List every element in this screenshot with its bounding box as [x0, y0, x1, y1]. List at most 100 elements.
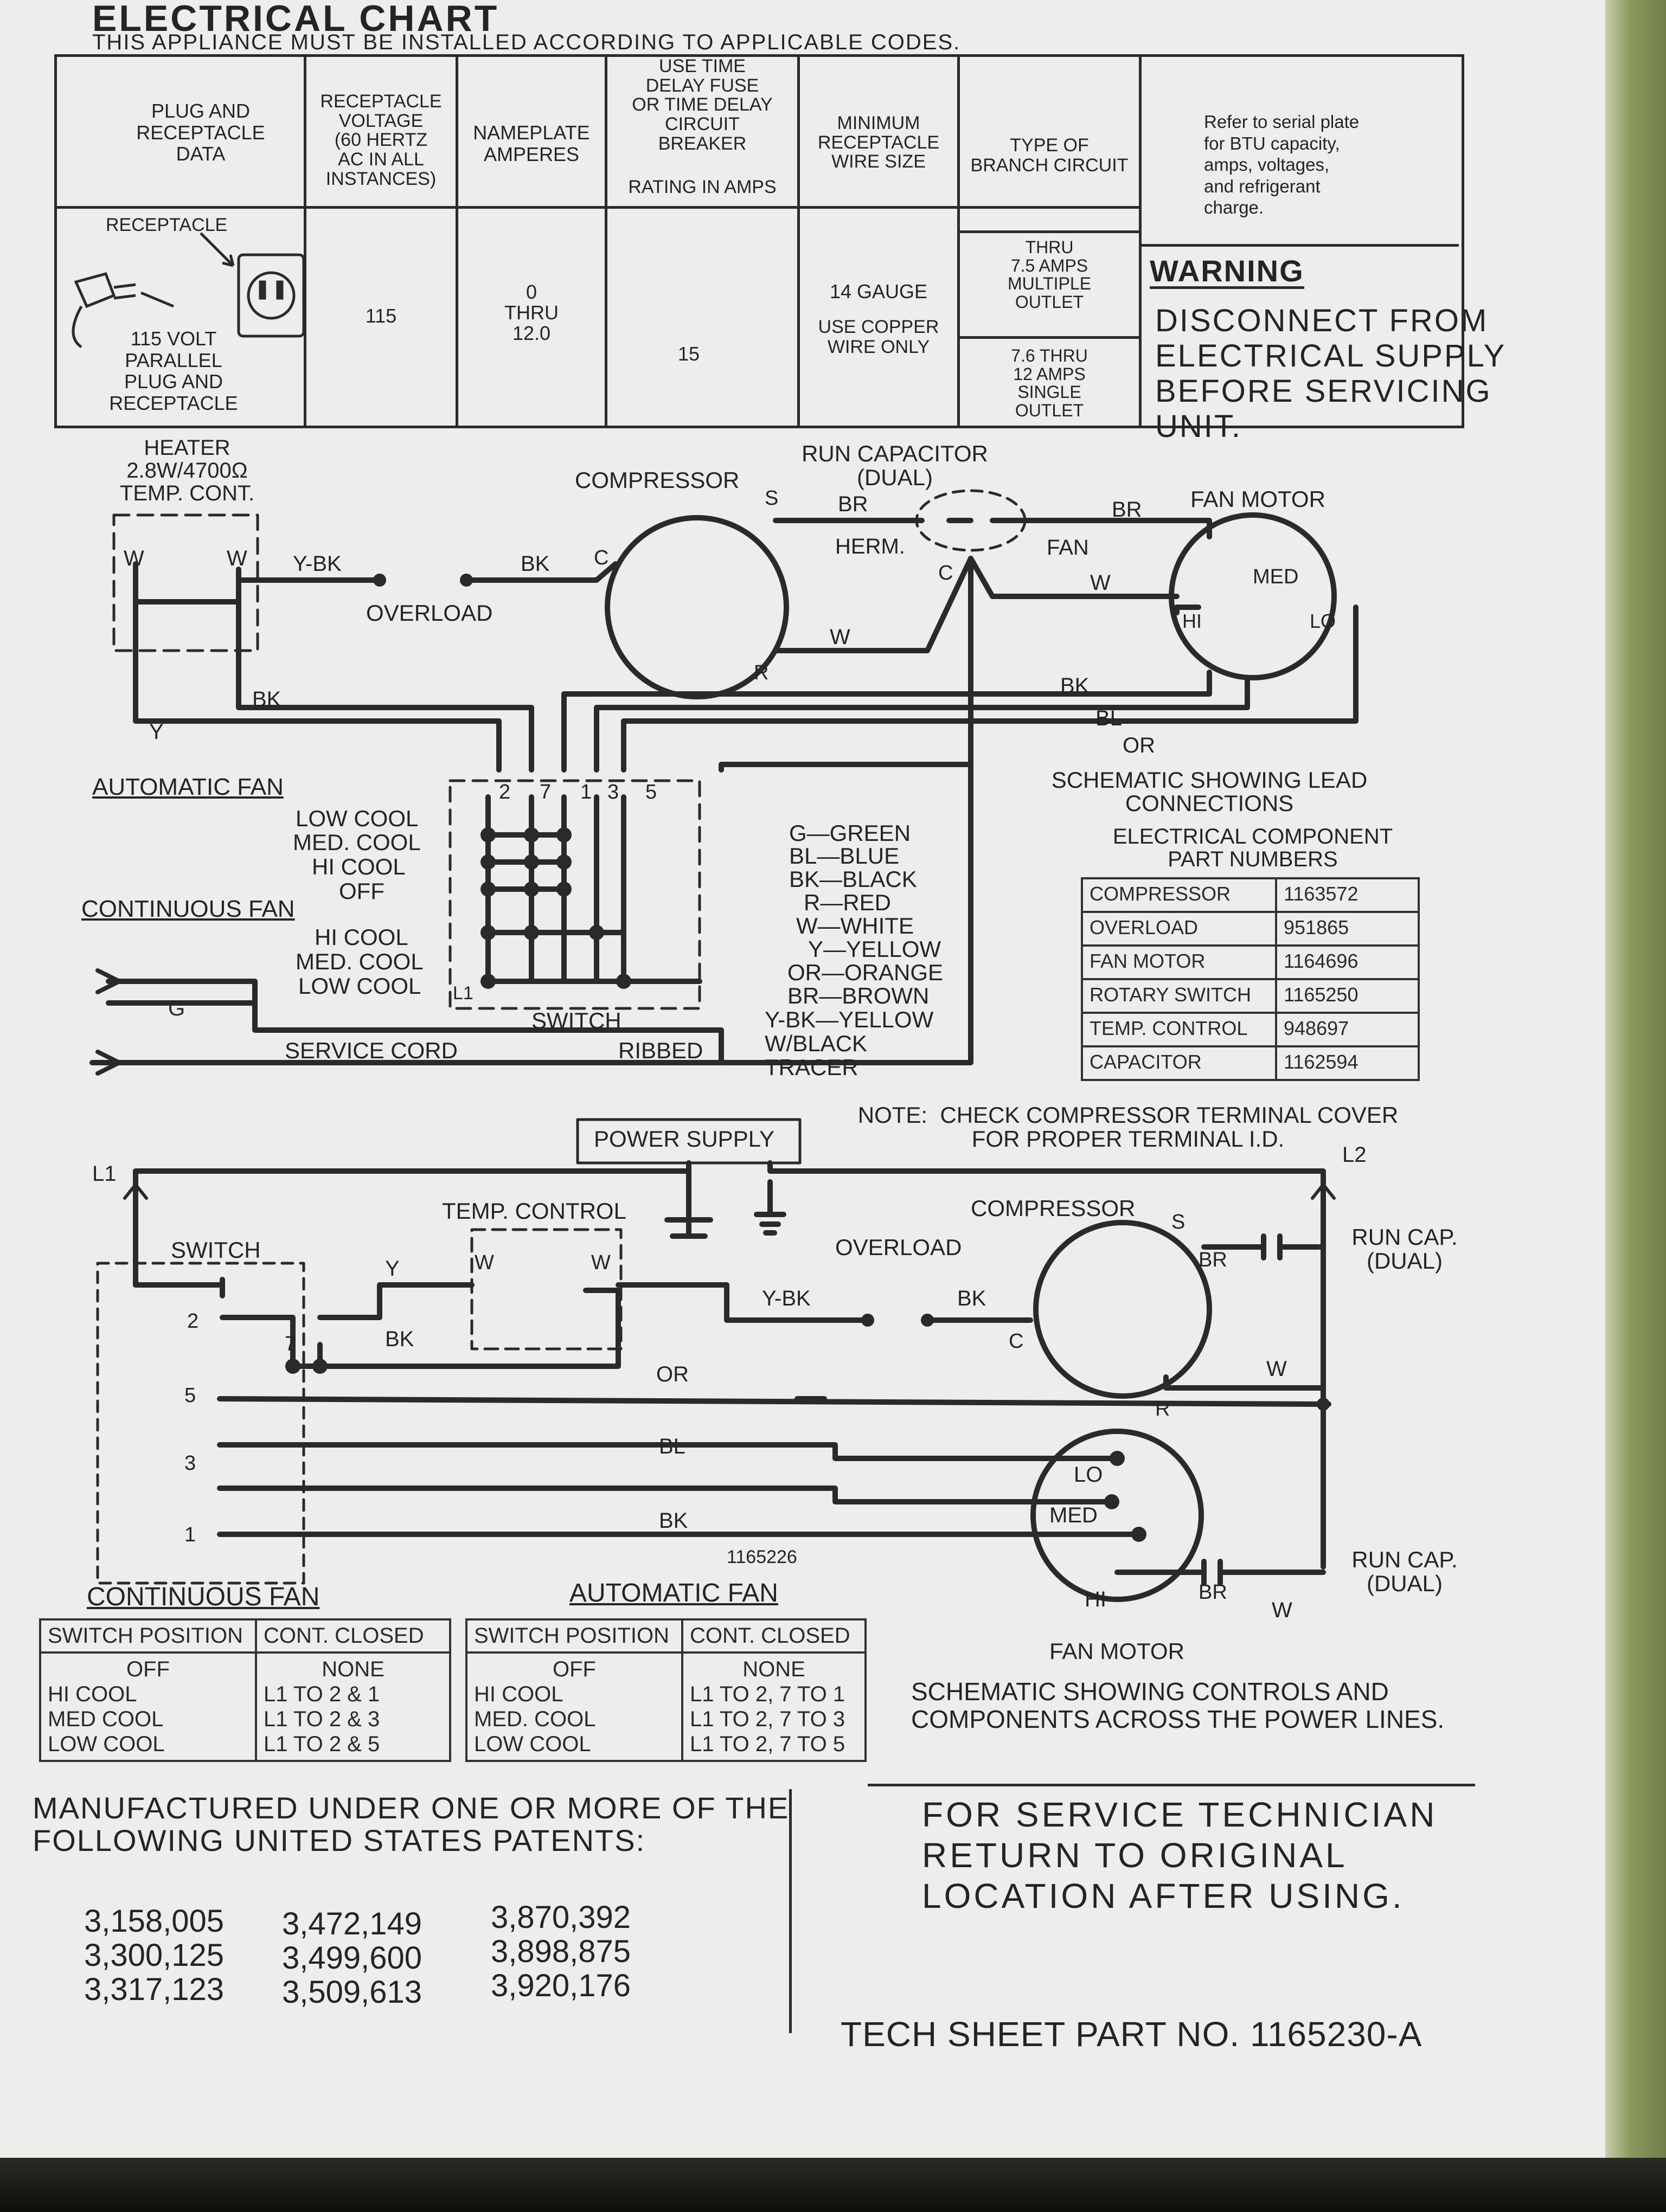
electrical-chart-table — [54, 54, 1464, 428]
terminal-s-label: S — [765, 487, 779, 510]
fm-lo: LO — [1074, 1463, 1103, 1487]
parts-title: ELECTRICAL COMPONENT PART NUMBERS — [1112, 825, 1393, 871]
patent-number: 3,870,392 — [491, 1900, 631, 1935]
table-divider — [304, 54, 306, 426]
sw-term-1: 1 — [184, 1523, 196, 1546]
th-switch-position: SWITCH POSITION — [465, 1618, 683, 1654]
table-divider — [605, 54, 607, 426]
wire-ybk-label: Y-BK — [293, 552, 342, 576]
table-divider — [797, 54, 800, 426]
overload-label-2: OVERLOAD — [835, 1234, 962, 1260]
cont-pos-med: MED. COOL — [296, 949, 424, 974]
wire-note: USE COPPER WIRE ONLY — [818, 317, 939, 358]
serial-plate-note: Refer to serial plate for BTU capacity, … — [1204, 112, 1360, 218]
fan-motor-label: FAN MOTOR — [1190, 486, 1325, 512]
receptacle-label: RECEPTACLE — [106, 215, 228, 235]
wire-br-fan-label: BR — [1112, 498, 1142, 522]
table-row: OFF HI COOL MED. COOL LOW COOL NONE L1 T… — [465, 1651, 867, 1762]
capacitor-c-label: C — [938, 562, 953, 584]
part-number: 951865 — [1275, 911, 1420, 947]
chart-subtitle: THIS APPLIANCE MUST BE INSTALLED ACCORDI… — [92, 30, 961, 54]
part-number: 1163572 — [1275, 877, 1420, 913]
branch-multiple: THRU 7.5 AMPS MULTIPLE OUTLET — [1007, 237, 1092, 312]
part-number: 948697 — [1275, 1012, 1420, 1047]
heater-label: HEATER 2.8W/4700Ω TEMP. CONT. — [119, 436, 255, 505]
patent-number: 3,158,005 — [84, 1904, 225, 1939]
med-label: MED — [1253, 565, 1299, 588]
wire-gauge: 14 GAUGE — [829, 280, 928, 303]
warning-title: WARNING — [1150, 254, 1304, 289]
closed-med: L1 TO 2, 7 TO 3 — [690, 1707, 845, 1731]
switch-term-3: 3 — [607, 781, 619, 803]
part-number: 1162594 — [1275, 1045, 1420, 1081]
wire-y-label: Y — [149, 720, 164, 744]
legend-brown: BR—BROWN — [787, 983, 930, 1008]
overload-label: OVERLOAD — [366, 600, 493, 626]
table-divider — [957, 54, 960, 426]
ps-wire-br: BR — [1199, 1249, 1227, 1271]
pos-low: LOW COOL — [48, 1732, 165, 1756]
branch-single: 7.6 THRU 12 AMPS SINGLE OUTLET — [1011, 346, 1088, 420]
tech-sheet-paper — [0, 0, 1627, 2212]
table-divider — [957, 230, 1142, 233]
power-supply-label: POWER SUPPLY — [594, 1126, 774, 1152]
l2-label: L2 — [1342, 1143, 1367, 1167]
switch-term-2: 2 — [499, 781, 511, 803]
legend-black: BK—BLACK — [789, 866, 917, 892]
service-cord-label: SERVICE CORD — [285, 1038, 458, 1063]
table-header-row: SWITCH POSITION CONT. CLOSED — [465, 1618, 867, 1654]
pos-med: MED. COOL — [474, 1707, 596, 1731]
ground-g-label: G — [168, 996, 185, 1020]
continuous-fan-title: CONTINUOUS FAN — [87, 1583, 320, 1611]
table-header-row: SWITCH POSITION CONT. CLOSED — [39, 1618, 451, 1654]
auto-pos-low: LOW COOL — [296, 806, 419, 831]
wire-bk-label: BK — [521, 552, 550, 576]
switch-term-1: 1 — [580, 781, 592, 803]
table-divider — [456, 54, 458, 426]
ps-wire-bk2: BK — [659, 1509, 688, 1533]
legend-red: R—RED — [804, 890, 892, 915]
auto-pos-hi: HI COOL — [312, 854, 406, 879]
wire-bk-switch-label: BK — [1060, 674, 1090, 698]
terminal-note: NOTE: CHECK COMPRESSOR TERMINAL COVER FO… — [857, 1102, 1399, 1152]
tc-w1: W — [475, 1251, 494, 1274]
ps-wire-bk: BK — [385, 1327, 414, 1351]
wire-bl-label: BL — [1095, 706, 1122, 730]
ps-term-r: R — [1155, 1398, 1170, 1420]
lo-label: LO — [1310, 610, 1336, 632]
pos-med: MED COOL — [48, 1707, 164, 1731]
auto-pos-med: MED. COOL — [293, 829, 421, 855]
sw-term-7: 7 — [285, 1333, 297, 1355]
ps-wire-or: OR — [656, 1362, 689, 1386]
compressor-label: COMPRESSOR — [575, 467, 740, 493]
l1-label: L1 — [92, 1162, 117, 1186]
auto-pos-off: OFF — [339, 878, 385, 904]
patent-number: 3,920,176 — [491, 1968, 631, 2003]
fan-label: FAN — [1047, 536, 1089, 560]
wire-bk-heater-label: BK — [252, 687, 281, 711]
table-divider — [1139, 54, 1142, 426]
warning-text: DISCONNECT FROM ELECTRICAL SUPPLY BEFORE… — [1155, 303, 1507, 444]
closed-none: NONE — [742, 1657, 805, 1681]
ps-wire-y: Y — [385, 1257, 400, 1281]
col-plug-header: PLUG AND RECEPTACLE DATA — [136, 100, 265, 165]
amperes-value: 0 THRU 12.0 — [504, 281, 559, 344]
switch-term-5: 5 — [645, 781, 657, 803]
part-name: FAN MOTOR — [1081, 944, 1277, 980]
closed-none: NONE — [322, 1657, 385, 1681]
plug-caption: 115 VOLT PARALLEL PLUG AND RECEPTACLE — [109, 327, 238, 414]
part-number: 1165250 — [1275, 978, 1420, 1014]
temp-control-label: TEMP. CONTROL — [442, 1198, 626, 1224]
switch-label: SWITCH — [531, 1008, 621, 1033]
closed-med: L1 TO 2 & 3 — [264, 1707, 380, 1731]
part-name: OVERLOAD — [1081, 911, 1277, 947]
terminal-r-label: R — [754, 661, 769, 684]
voltage-value: 115 — [365, 305, 397, 327]
background-grass — [1605, 0, 1666, 2212]
footer-rule — [868, 1784, 1475, 1786]
